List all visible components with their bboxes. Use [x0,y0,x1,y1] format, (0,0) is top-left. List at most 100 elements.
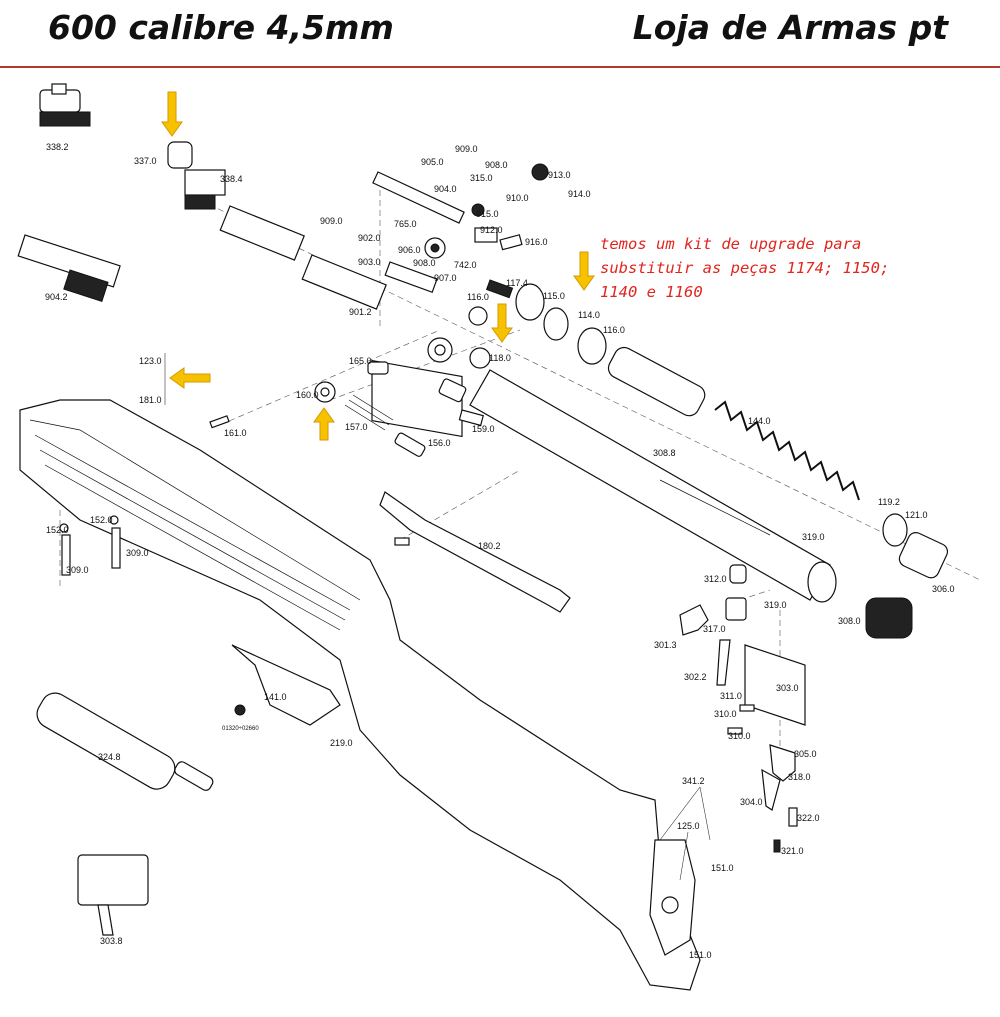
part-label: 125.0 [677,821,700,831]
part-label: 319.0 [802,532,825,542]
part-label: 301.3 [654,640,677,650]
part-label: 310.0 [728,731,751,741]
part-label: 912.0 [480,225,503,235]
part-label: 906.0 [398,245,421,255]
receiver-block [371,337,463,438]
part-label: 311.0 [720,691,742,701]
part-label: 317.0 [703,624,726,634]
part-label: 144.0 [748,416,771,426]
part-label: 902.0 [358,233,381,243]
part-label: 156.0 [428,438,451,448]
part-label: 338.4 [220,174,243,184]
part-label: 310.0 [714,709,737,719]
part-324-8 [36,692,214,791]
part-label: 151.0 [689,950,712,960]
part-label: 114.0 [578,310,600,320]
part-label: 907.0 [434,273,457,283]
part-label: 904.2 [45,292,68,302]
page-title: 600 calibre 4,5mm [48,8,394,47]
part-label: 338.2 [46,142,69,152]
part-label: 742.0 [454,260,477,270]
part-label: 905.0 [421,157,444,167]
cocking-lever [379,491,571,613]
part-label: 141.0 [264,692,287,702]
part-label: 309.0 [66,565,89,575]
arrow-down-icon [573,251,595,291]
small-pins [209,361,484,457]
arrow-up-icon [313,407,335,441]
part-label: 118.0 [489,353,511,363]
rear-sight-assembly [372,163,549,294]
part-label: 306.0 [932,584,955,594]
part-label: 219.0 [330,738,353,748]
part-label: 909.0 [455,144,478,154]
part-label: 115.0 [543,291,565,301]
part-label: 308.0 [838,616,861,626]
part-label: 181.0 [139,395,162,405]
arrow-down-icon [491,303,513,343]
part-labels: 338.2 337.0 338.4 904.2 909.0 905.0 908.… [45,142,955,960]
upgrade-note-line: substituir as peças 1174; 1150; [600,259,890,277]
stock-screws [59,515,121,576]
main-spring [714,400,860,501]
part-label: 305.0 [794,749,817,759]
part-label: 322.0 [797,813,820,823]
part-label: 765.0 [394,219,417,229]
leader-lines [164,353,711,881]
part-label: 318.0 [788,772,811,782]
part-label: 121.0 [905,510,928,520]
part-label: 160.0 [296,390,319,400]
highlight-arrows [161,91,595,441]
part-label: 157.0 [345,422,368,432]
header-rule [0,66,1000,68]
part-label: 324.8 [98,752,121,762]
part-label: 165.0 [349,356,372,366]
upgrade-note-line: 1140 e 1160 [600,283,703,301]
arrow-left-icon [169,367,211,389]
part-label: 315.0 [470,173,493,183]
arrow-down-icon [161,91,183,137]
part-label: 308.8 [653,448,676,458]
part-label: 908.0 [485,160,508,170]
part-label: 341.2 [682,776,705,786]
part-337-0 [167,141,193,169]
part-label: 159.0 [472,424,495,434]
part-label: 914.0 [568,189,591,199]
part-label: 916.0 [525,237,548,247]
part-label: 117.4 [506,278,528,288]
part-label: 903.0 [358,257,381,267]
part-label: 302.2 [684,672,707,682]
trigger-guard [231,644,341,726]
part-label: 01320÷02660 [222,726,259,732]
part-label: 303.8 [100,936,123,946]
stock [19,399,701,991]
part-label: 319.0 [764,600,787,610]
part-303-8 [77,854,149,936]
part-label: 312.0 [704,574,727,584]
upgrade-note-line: temos um kit de upgrade para [600,235,862,253]
part-338-4 [184,169,387,310]
piston-seals [314,279,607,403]
trigger-group [679,564,806,853]
compression-tube [469,369,837,603]
shop-name: Loja de Armas pt [632,8,948,47]
part-label: 915.0 [476,209,499,219]
part-label: 119.2 [878,497,900,507]
part-label: 904.0 [434,184,457,194]
part-label: 901.2 [349,307,372,317]
part-label: 909.0 [320,216,343,226]
part-label: 304.0 [740,797,763,807]
part-338-2 [39,83,91,127]
part-label: 152.0 [46,525,69,535]
part-label: 116.0 [603,325,625,335]
part-label: 180.2 [478,541,501,551]
part-label: 303.0 [776,683,799,693]
part-label: 161.0 [224,428,247,438]
part-label: 151.0 [711,863,734,873]
upgrade-note: temos um kit de upgrade para substituir … [600,232,930,304]
exploded-parts-diagram: 338.2 337.0 338.4 904.2 909.0 905.0 908.… [17,83,981,991]
part-label: 910.0 [506,193,529,203]
part-label: 123.0 [139,356,162,366]
rear-cylinder-parts [865,513,949,639]
part-904-2 [17,234,121,303]
